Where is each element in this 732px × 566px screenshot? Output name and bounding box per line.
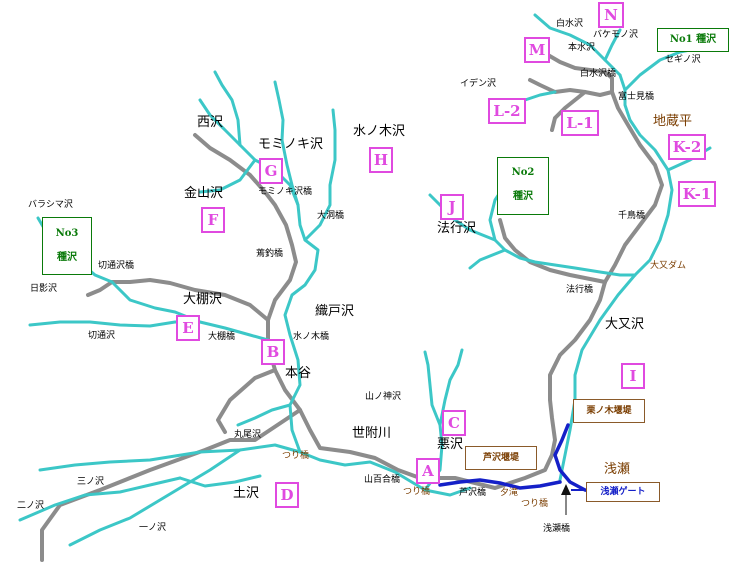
label-nishi-zawa: 西沢 — [197, 115, 224, 130]
zone-C-marker[interactable]: C — [442, 410, 466, 436]
label-mizunoki-zawa: 水ノ木沢 — [353, 124, 406, 139]
zone-A-marker[interactable]: A — [416, 458, 440, 484]
zone-K2-marker[interactable]: K-2 — [668, 134, 706, 160]
river-oomata — [558, 73, 674, 482]
river-yamanokami — [423, 350, 442, 427]
label-sebetsu-river: 世附川 — [352, 426, 392, 441]
sanctuary-no2[interactable]: No2 種沢 — [497, 157, 549, 215]
road-houkou — [498, 218, 607, 284]
river-hikage — [28, 320, 202, 328]
sanctuary-no3-label: 種沢 — [57, 252, 77, 263]
label-houkou-bridge: 法行橋 — [566, 285, 594, 295]
label-sanno-zawa: 三ノ沢 — [77, 477, 105, 487]
river-bakemono — [603, 28, 622, 62]
label-houkou-zawa: 法行沢 — [437, 221, 477, 236]
sanctuary-no2-number: No2 — [511, 167, 535, 178]
label-yamanokami-zawa: 山ノ神沢 — [365, 392, 402, 402]
zone-H-marker[interactable]: H — [369, 147, 393, 173]
label-tsuri-bridge-2: 蔫釣橋 — [256, 249, 284, 259]
river-ichinozawa — [68, 448, 242, 547]
label-tsuribashi-1: つり橋 — [282, 451, 310, 461]
label-maruo-zawa: 丸尾沢 — [234, 430, 262, 440]
label-mizunoki-bridge: 水ノ木橋 — [293, 332, 330, 342]
zone-N-marker[interactable]: N — [598, 2, 624, 28]
sanctuary-no1[interactable]: No1 種沢 — [657, 28, 729, 52]
road-north — [546, 53, 664, 284]
road-maruo — [216, 368, 277, 434]
river-kanayama — [198, 158, 257, 194]
label-ichino-zawa: 一ノ沢 — [139, 523, 167, 533]
label-shiramizu-bridge: 白水沢橋 — [580, 69, 617, 79]
river-mominoki — [273, 80, 300, 207]
label-kiridori-zawa: 切通沢 — [88, 331, 116, 341]
label-ootana-bridge: 大棚橋 — [208, 332, 236, 342]
kurinoki-dam-label[interactable]: 栗ノ木堰堤 — [573, 399, 645, 423]
road-L2 — [528, 78, 614, 97]
zone-L1-marker[interactable]: L-1 — [561, 110, 599, 136]
river-nishi — [213, 70, 242, 147]
sanctuary-no3-number: No3 — [55, 228, 79, 239]
gate-marker — [561, 484, 588, 515]
label-tsuribashi-2: つり橋 — [403, 487, 431, 497]
label-oobora-bridge: 大洞橋 — [317, 211, 345, 221]
label-aku-zawa: 悪沢 — [437, 437, 464, 452]
road-ootana — [86, 278, 270, 322]
river-houkou-west — [468, 248, 507, 270]
label-tsuribashi-3: つり橋 — [521, 499, 549, 509]
label-nino-zawa: 二ノ沢 — [17, 501, 45, 511]
zone-K1-marker[interactable]: K-1 — [678, 181, 716, 207]
zone-D-marker[interactable]: D — [275, 482, 299, 508]
zone-E-marker[interactable]: E — [176, 315, 200, 341]
zone-M-marker[interactable]: M — [524, 37, 550, 63]
zone-F-marker[interactable]: F — [201, 207, 225, 233]
sanctuary-no2-label: 種沢 — [513, 191, 533, 202]
label-oomata-zawa: 大又沢 — [605, 317, 645, 332]
zone-B-marker[interactable]: B — [261, 339, 285, 365]
river-hondani — [198, 98, 320, 454]
label-mominoki-bridge: モミノキ沢橋 — [258, 187, 313, 197]
asase-gate-label[interactable]: 浅瀬ゲート — [586, 482, 660, 502]
zone-I-marker[interactable]: I — [621, 363, 645, 389]
label-asase: 浅瀬 — [604, 462, 631, 477]
label-yamayuri-bridge: 山百合橋 — [364, 475, 401, 485]
label-barashima-zawa: バラシマ沢 — [28, 200, 73, 210]
river-tsuchizawa — [178, 474, 262, 488]
label-ideno-zawa: イデン沢 — [460, 79, 497, 89]
label-hondani: 本谷 — [285, 366, 312, 381]
river-oobora — [303, 108, 337, 242]
label-fujimi-bridge: 富士見橋 — [618, 92, 655, 102]
label-sekino-zawa: セギノ沢 — [665, 55, 701, 65]
zone-L2-marker[interactable]: L-2 — [488, 98, 526, 124]
label-kiridori-bridge: 切通沢橋 — [98, 261, 135, 271]
label-chidori-bridge: 千鳥橋 — [618, 211, 646, 221]
road-L1 — [550, 90, 587, 132]
river-ninozawa — [18, 476, 182, 522]
label-orito-zawa: 織戸沢 — [315, 304, 355, 319]
zone-G-marker[interactable]: G — [259, 158, 283, 184]
label-motomizu-zawa: 本水沢 — [568, 43, 596, 53]
label-oomata-dam: 大又ダム — [650, 261, 687, 271]
label-tsuchi-zawa: 土沢 — [233, 486, 260, 501]
label-mominoki-zawa: モミノキ沢 — [258, 137, 324, 152]
label-kanayama-zawa: 金山沢 — [184, 186, 224, 201]
ashizawa-dam-label[interactable]: 芦沢堰堤 — [465, 446, 537, 470]
river-shiramizu — [533, 13, 622, 77]
label-bakemono-zawa: バケモノ沢 — [593, 30, 639, 40]
label-shiramizu-zawa: 白水沢 — [556, 19, 584, 29]
sanctuary-no3[interactable]: No3 種沢 — [42, 217, 92, 275]
label-yudaki: 夕滝 — [500, 488, 519, 498]
label-ootana-zawa: 大棚沢 — [183, 292, 223, 307]
ashizawa-dam-water — [438, 478, 562, 490]
road-main — [40, 280, 607, 562]
river-houkou-nw — [428, 193, 497, 242]
label-hikage-zawa: 日影沢 — [30, 284, 58, 294]
label-ashizawa-bridge: 芦沢橋 — [459, 488, 487, 498]
label-asase-bridge: 浅瀬橋 — [543, 524, 571, 534]
river-maruo — [236, 403, 292, 427]
label-jizoudaira: 地蔵平 — [653, 114, 693, 129]
zone-J-marker[interactable]: J — [440, 194, 464, 220]
